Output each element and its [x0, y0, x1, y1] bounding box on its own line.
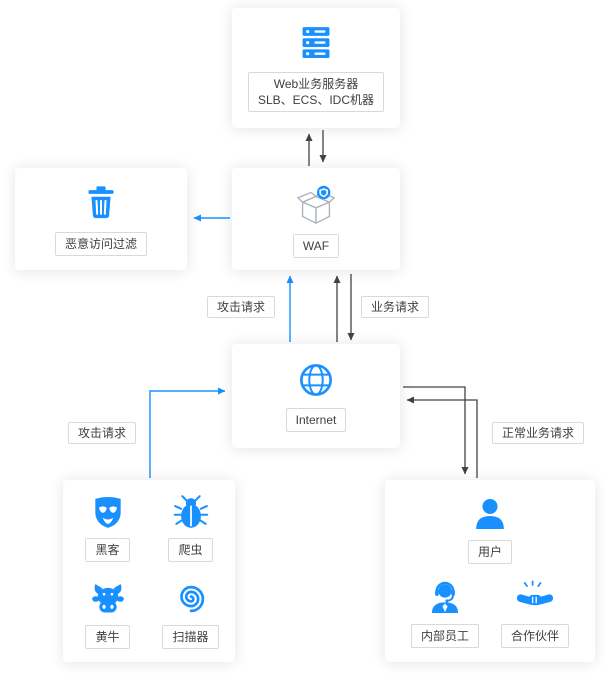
web-server-label: Web业务服务器 SLB、ECS、IDC机器	[247, 72, 385, 112]
connector-attackers-to-internet	[149, 387, 226, 478]
handshake-icon	[516, 579, 554, 617]
internet-label: Internet	[285, 408, 347, 432]
waf-package-icon	[293, 181, 339, 227]
attacker-crawler-label: 爬虫	[168, 538, 213, 562]
cow-icon	[89, 580, 127, 618]
edge-label-business-request: 业务请求	[360, 296, 430, 318]
connector-users-to-internet	[406, 396, 478, 478]
waf-label: WAF	[292, 233, 340, 258]
user-icon	[471, 495, 509, 533]
web-server-label-line1: Web业务服务器	[273, 77, 359, 91]
attacker-hacker-label: 黑客	[85, 538, 130, 562]
edge-label-normal-business-request: 正常业务请求	[491, 422, 585, 444]
web-server-label-line2: SLB、ECS、IDC机器	[257, 93, 375, 107]
web-server-node: Web业务服务器 SLB、ECS、IDC机器	[232, 8, 400, 128]
edge-label-attack-request-mid: 攻击请求	[206, 296, 276, 318]
partner-label: 合作伙伴	[501, 623, 570, 648]
staff-label: 内部员工	[410, 623, 479, 648]
waf-node: WAF	[232, 168, 400, 270]
server-icon	[297, 24, 335, 62]
user-label: 用户	[467, 539, 512, 564]
edge-label-attack-request-low: 攻击请求	[67, 422, 137, 444]
partner-node: 合作伙伴	[501, 579, 570, 648]
connector-internet-to-users	[403, 386, 469, 475]
attacker-scalper-label: 黄牛	[85, 625, 130, 649]
staff-node: 内部员工	[410, 579, 479, 648]
attacker-crawler: 爬虫	[152, 493, 229, 562]
staff-headset-icon	[426, 579, 464, 617]
scanner-spiral-icon	[172, 580, 210, 618]
attackers-group: 黑客 爬虫	[63, 480, 235, 662]
globe-icon	[296, 360, 336, 400]
malicious-filter-node: 恶意访问过滤	[15, 168, 187, 270]
attacker-scalper: 黄牛	[69, 580, 146, 649]
attacker-hacker: 黑客	[69, 493, 146, 562]
user-node: 用户	[467, 495, 512, 564]
users-group: 用户 内部员工	[385, 480, 595, 662]
bug-icon	[172, 493, 210, 531]
trash-icon	[81, 183, 121, 223]
attacker-scanner: 扫描器	[152, 580, 229, 649]
hacker-mask-icon	[89, 493, 127, 531]
malicious-filter-label: 恶意访问过滤	[54, 231, 147, 256]
attacker-scanner-label: 扫描器	[162, 625, 219, 649]
internet-node: Internet	[232, 344, 400, 448]
